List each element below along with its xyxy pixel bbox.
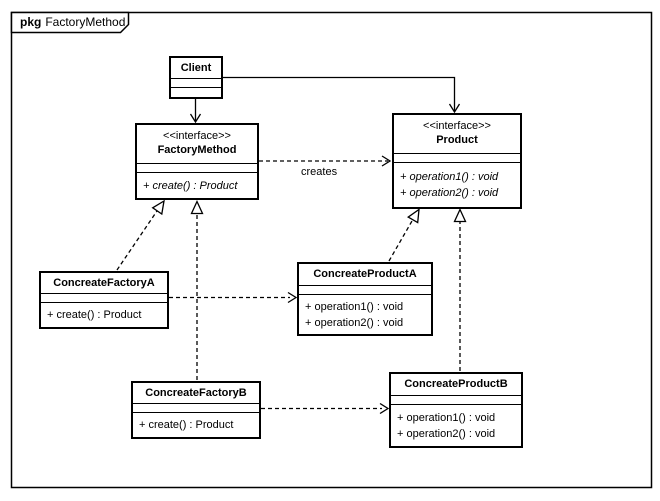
hollow-triangle-arrowhead xyxy=(406,208,420,224)
operation-label: + create() : Product xyxy=(139,419,234,431)
attributes-compartment xyxy=(171,78,221,87)
class-concreateproductb: ConcreateProductB + operation1() : void … xyxy=(389,372,523,448)
operation-label: + create() : Product xyxy=(143,179,238,192)
attributes-compartment xyxy=(137,163,257,172)
attributes-compartment xyxy=(41,293,167,302)
attributes-compartment xyxy=(299,285,431,294)
operations-compartment: + create() : Product xyxy=(133,412,259,437)
package-name: FactoryMethod xyxy=(45,15,126,29)
operations-compartment: + operation1() : void + operation2() : v… xyxy=(394,162,520,207)
class-title: ConcreateProductA xyxy=(299,264,431,285)
operation-label: + operation1() : void xyxy=(400,171,499,183)
class-name: FactoryMethod xyxy=(157,144,237,156)
realization-concreatefactorya-to-factorymethod xyxy=(116,199,165,271)
dependency-concreatefactoryb-to-concreateproductb xyxy=(261,402,390,415)
hollow-triangle-arrowhead xyxy=(453,207,467,223)
operation-label: + operation1() : void xyxy=(305,300,404,313)
class-title: ConcreateFactoryB xyxy=(133,383,259,403)
class-title: ConcreateProductB xyxy=(391,374,521,395)
package-keyword: pkg xyxy=(20,15,42,29)
class-product: <<interface>> Product + operation1() : v… xyxy=(392,113,522,209)
operations-compartment: + create() : Product xyxy=(41,302,167,327)
stereotype-label: <<interface>> xyxy=(163,130,231,142)
edge-label-creates: creates xyxy=(301,166,338,178)
open-arrowhead xyxy=(381,155,392,167)
association-client-to-product xyxy=(222,76,461,114)
class-title: <<interface>> FactoryMethod xyxy=(137,125,257,163)
operation-label: + operation2() : void xyxy=(397,427,496,440)
open-arrowhead xyxy=(448,103,461,114)
hollow-triangle-arrowhead xyxy=(151,199,165,216)
operations-compartment: + create() : Product xyxy=(137,172,257,198)
class-name: ConcreateProductB xyxy=(404,378,508,390)
class-concreateproducta: ConcreateProductA + operation1() : void … xyxy=(297,262,433,336)
class-title: ConcreateFactoryA xyxy=(41,273,167,293)
open-arrowhead xyxy=(189,113,202,124)
operation-label: + operation2() : void xyxy=(400,187,499,199)
class-title: Client xyxy=(171,58,221,78)
class-title: <<interface>> Product xyxy=(394,115,520,153)
operations-compartment xyxy=(171,87,221,97)
package-tab xyxy=(10,11,130,34)
realization-concreateproducta-to-product xyxy=(388,208,420,262)
class-factorymethod: <<interface>> FactoryMethod + create() :… xyxy=(135,123,259,200)
class-concreatefactorya: ConcreateFactoryA + create() : Product xyxy=(39,271,169,329)
class-concreatefactoryb: ConcreateFactoryB + create() : Product xyxy=(131,381,261,439)
attributes-compartment xyxy=(391,395,521,404)
attributes-compartment xyxy=(133,403,259,412)
attributes-compartment xyxy=(394,153,520,162)
class-name: ConcreateProductA xyxy=(313,268,417,280)
operation-label: + create() : Product xyxy=(47,309,142,321)
open-arrowhead xyxy=(287,291,298,304)
package-frame xyxy=(10,11,653,489)
association-client-to-factorymethod xyxy=(189,98,202,124)
realization-concreatefactoryb-to-factorymethod xyxy=(190,199,204,380)
hollow-triangle-arrowhead xyxy=(190,199,204,215)
class-client: Client xyxy=(169,56,223,99)
class-name: ConcreateFactoryA xyxy=(53,276,155,289)
operations-compartment: + operation1() : void + operation2() : v… xyxy=(391,404,521,446)
stereotype-label: <<interface>> xyxy=(423,120,491,132)
open-arrowhead xyxy=(379,402,390,415)
operation-label: + operation2() : void xyxy=(305,316,404,329)
dependency-concreatefactorya-to-concreateproducta xyxy=(169,291,298,304)
class-name: ConcreateFactoryB xyxy=(145,386,247,399)
operation-label: + operation1() : void xyxy=(397,411,496,424)
class-name: Product xyxy=(436,134,478,146)
class-name: Client xyxy=(180,61,212,74)
operations-compartment: + operation1() : void + operation2() : v… xyxy=(299,294,431,334)
realization-concreateproductb-to-product xyxy=(453,207,467,371)
dependency-factorymethod-creates-product xyxy=(259,155,392,167)
